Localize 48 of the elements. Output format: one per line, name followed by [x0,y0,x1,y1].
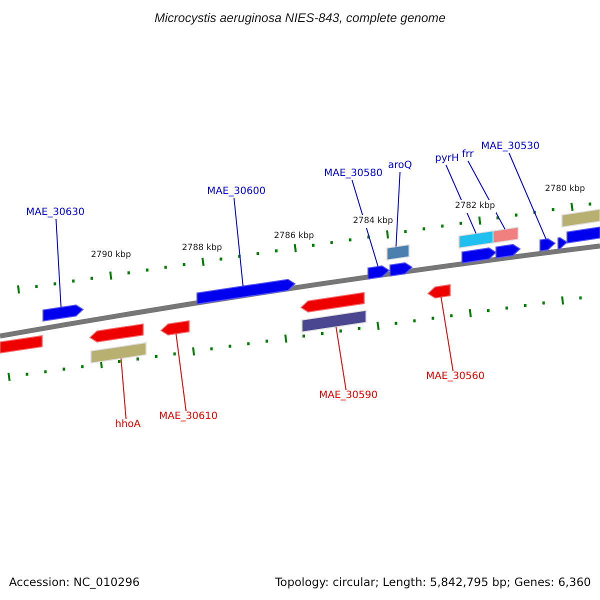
scale-label: 2782 kbp [454,200,496,213]
gene-bar [160,320,190,336]
feature-bar [458,230,494,249]
gene-bar [427,284,450,298]
accession-text: Accession: NC_010296 [9,574,140,591]
gene-bar [390,262,413,277]
scale-label: 2780 kbp [544,183,586,196]
gene-bar [566,226,600,244]
gene-label: MAE_30600 [207,185,266,199]
gene-bar [496,244,521,259]
gene-bar [0,335,42,354]
leader-line [234,198,244,287]
gene-bar [462,247,497,264]
gene-bar [540,238,556,252]
gene-label: MAE_30580 [324,167,383,181]
gene-label: MAE_30530 [481,140,540,154]
title: Microcystis aeruginosa NIES-843, complete genome [153,10,447,27]
feature-bar [302,310,366,333]
gene-label: hhoA [115,418,141,432]
leader-line [396,172,400,248]
feature-bar [492,226,518,244]
gene-label: MAE_30610 [159,410,218,424]
leader-line [440,296,454,372]
gene-label: MAE_30630 [26,206,85,220]
gene-label: aroQ [388,159,412,173]
gene-bar [42,304,84,322]
gene-label: frr [462,148,474,162]
gene-bar [300,292,364,312]
gene-label: pyrH [435,152,459,166]
leader-line [56,218,62,308]
scale-label: 2784 kbp [352,215,394,228]
scale-label: 2786 kbp [273,230,316,243]
gene-bar [558,237,568,250]
gene-bar [196,278,296,305]
genome-info-text: Topology: circular; Length: 5,842,795 bp; Genes: 6,360 [275,574,591,591]
leader-line [120,358,126,420]
feature-bar [386,244,410,261]
leader-line [336,326,346,390]
gene-label: MAE_30560 [426,370,485,384]
feature-bar [90,342,146,364]
scale-label: 2790 kbp [90,249,132,262]
scale-label: 2788 kbp [181,242,224,255]
feature-bar [562,208,600,228]
gene-bar [368,265,390,280]
gene-label: MAE_30590 [319,389,378,403]
gene-bar [89,323,144,342]
leader-line [508,152,546,240]
leader-line [176,333,186,412]
